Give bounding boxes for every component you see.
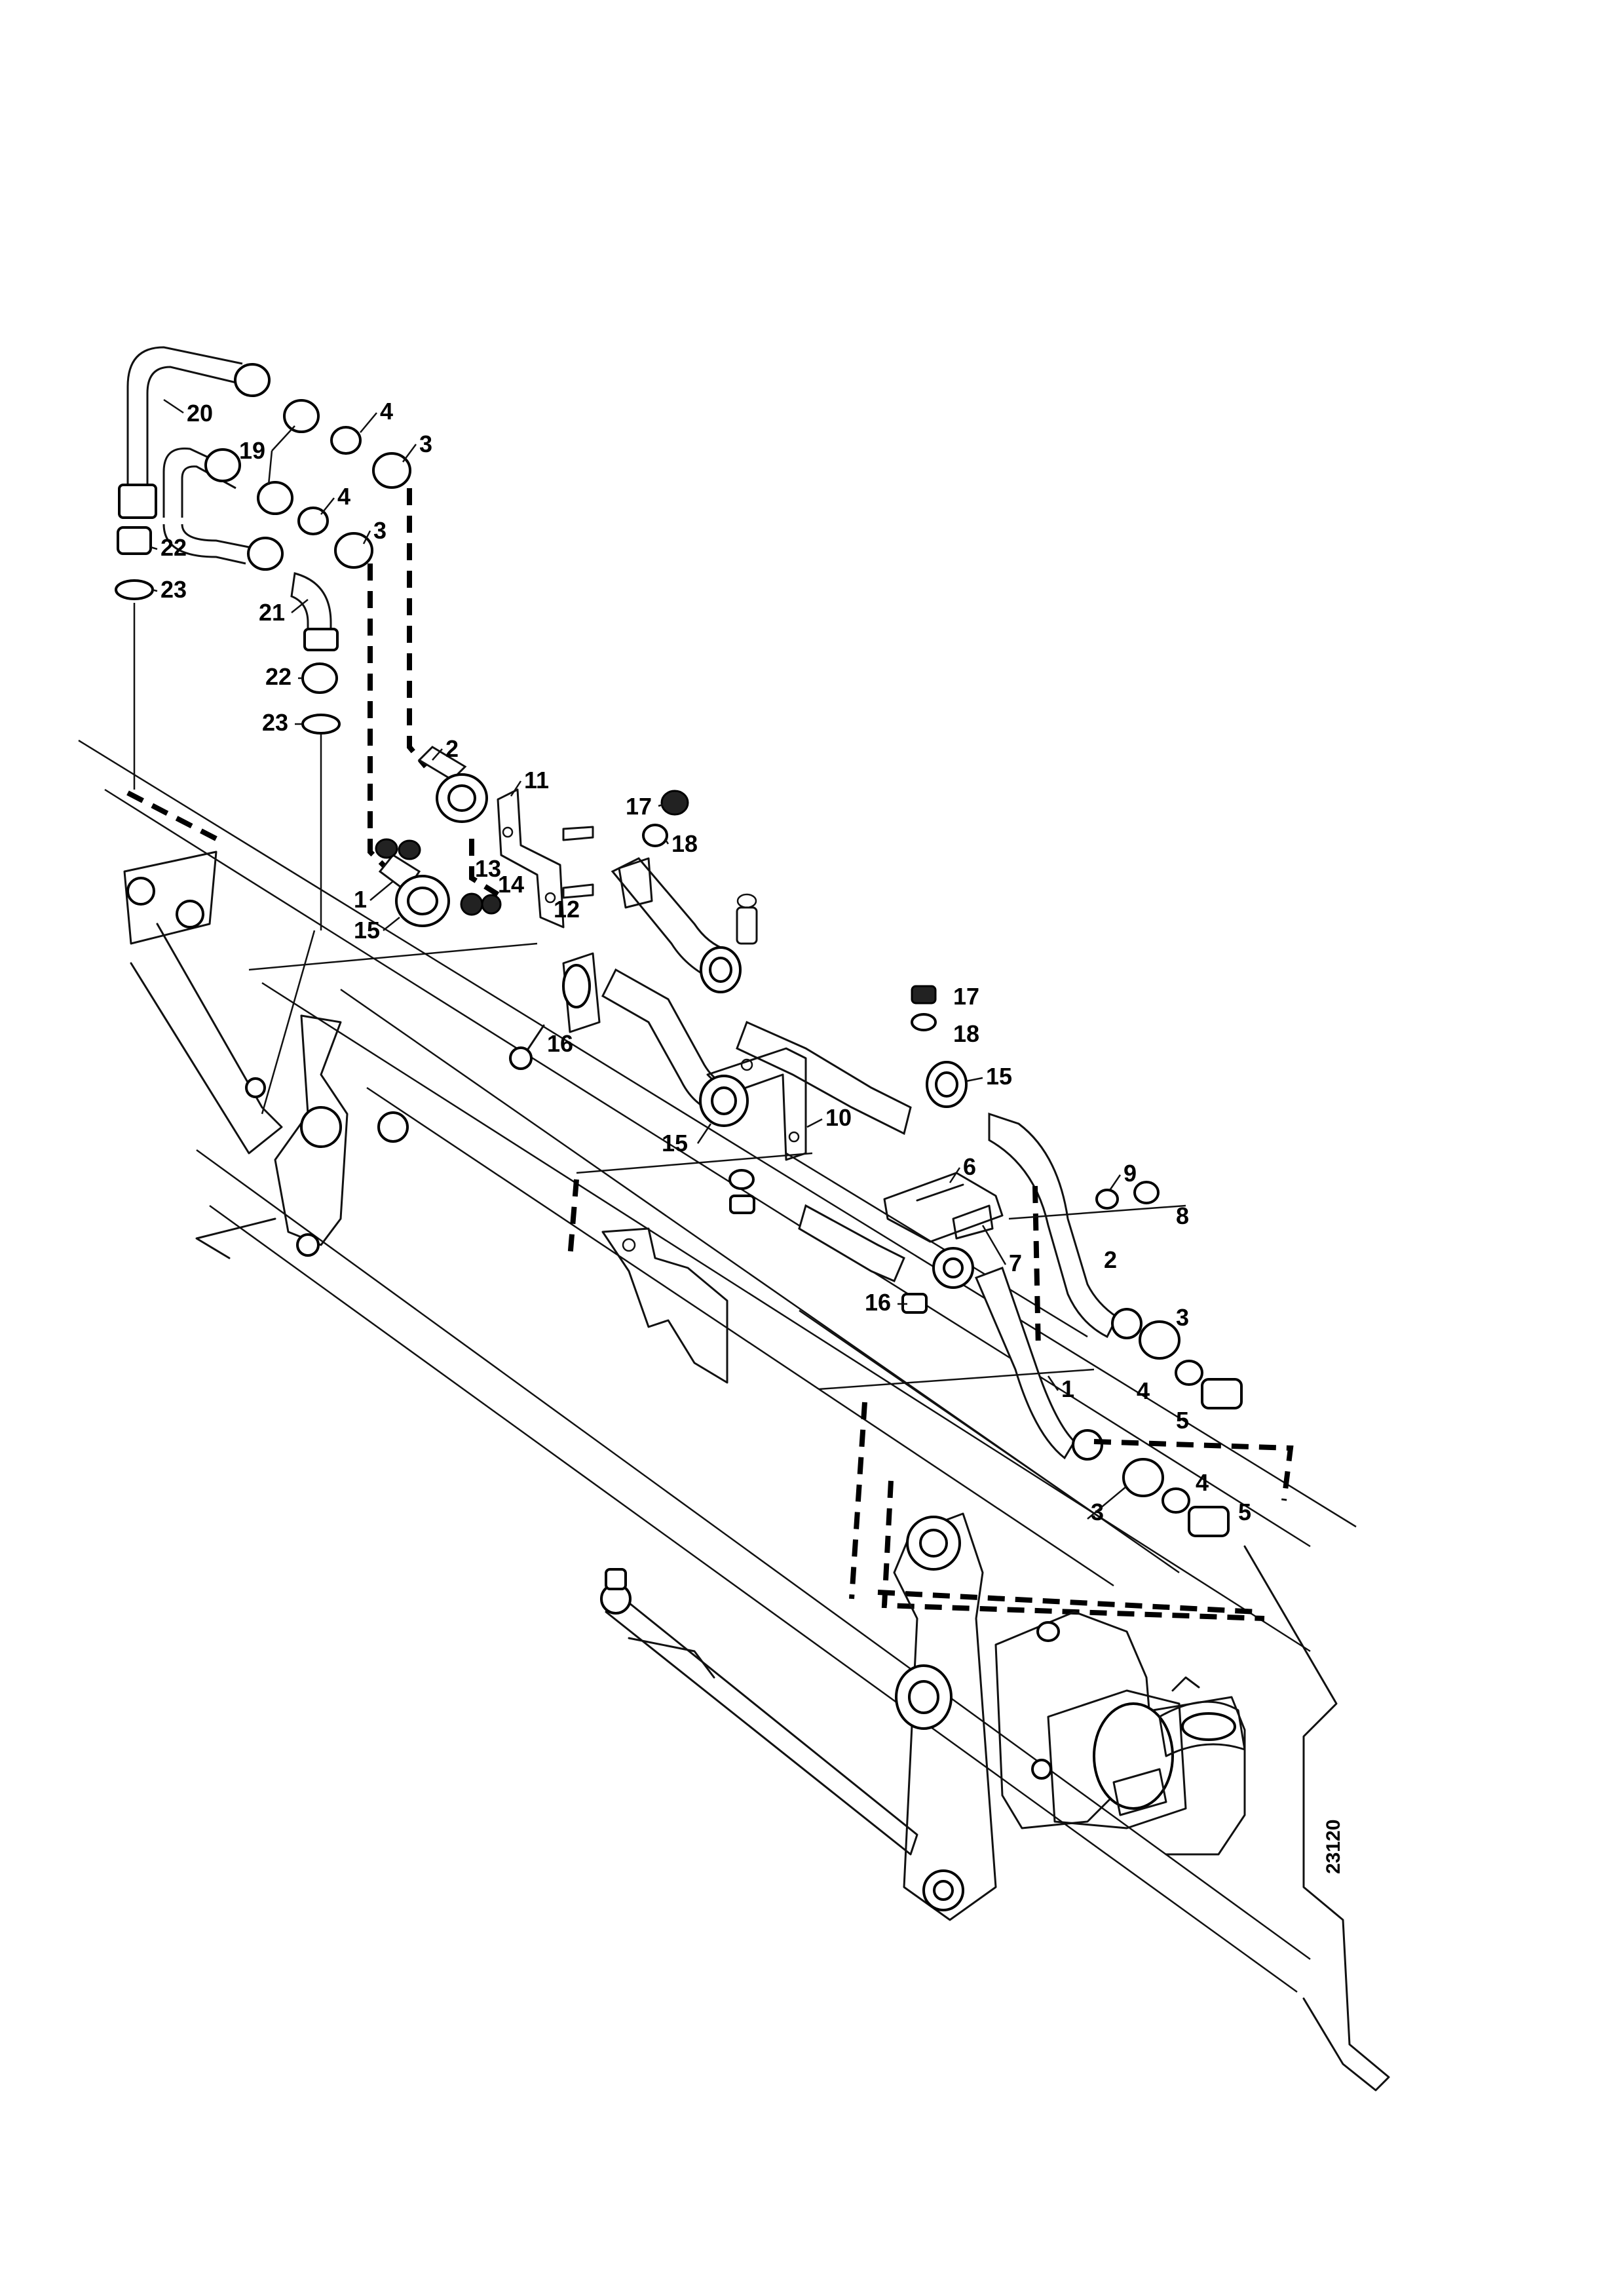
bracket-11: [497, 788, 594, 928]
pitman-arm: [893, 1512, 997, 1921]
assembly-dashes-lower: [567, 1179, 1294, 1621]
callout-4: 4: [380, 398, 393, 425]
union-22-23-left: [115, 526, 341, 735]
clamp-16-mid: [509, 952, 601, 1070]
pipe-1-2-right: [975, 1112, 1142, 1461]
frame-bracket-centre: [601, 1227, 728, 1384]
pipe-21: [162, 447, 284, 571]
callout-17: 17: [626, 793, 652, 820]
callout-19: 19: [239, 437, 265, 464]
steering-gear-box: [994, 1611, 1246, 1856]
clamp-18-17-upper: [618, 790, 689, 909]
callout-3: 3: [1176, 1304, 1189, 1331]
callout-17: 17: [953, 983, 979, 1010]
fitting-stack-upper: [257, 399, 411, 569]
drag-link: [600, 1568, 918, 1856]
bracket-6: [883, 1172, 1004, 1314]
callout-leaders: [150, 398, 1127, 1520]
elbow-21: [290, 572, 339, 651]
callout-4: 4: [1196, 1469, 1209, 1496]
left-steering-linkage: [123, 851, 409, 1259]
nut-13-14: [460, 892, 502, 916]
callout-22: 22: [265, 663, 292, 690]
callout-7: 7: [1009, 1250, 1022, 1276]
clamp-15-left: [700, 893, 758, 993]
callout-11: 11: [524, 767, 549, 794]
chassis-frame: [78, 739, 1390, 2092]
leader-lines-upper: [133, 603, 322, 1115]
callout-2: 2: [1104, 1246, 1117, 1273]
clamp-15-right: [911, 985, 968, 1108]
callout-5: 5: [1238, 1499, 1251, 1525]
fittings-3-4-5-right: [1122, 1320, 1243, 1537]
fittings-9-8: [1095, 1181, 1160, 1210]
callout-8: 8: [1176, 1202, 1189, 1229]
pipe-2-upper: [417, 746, 488, 823]
callout-1: 1: [354, 886, 367, 913]
callout-23: 23: [262, 709, 288, 736]
callout-4: 4: [1137, 1377, 1150, 1404]
callout-15: 15: [662, 1130, 688, 1157]
callout-2: 2: [445, 735, 459, 762]
callout-16: 16: [547, 1030, 573, 1057]
callout-18: 18: [671, 830, 698, 857]
callout-20: 20: [187, 400, 213, 427]
callout-13: 13: [475, 855, 501, 882]
drawing-number: 23120: [1323, 1820, 1344, 1874]
callout-15: 15: [986, 1063, 1012, 1090]
leader-lines-lower: [248, 942, 1186, 1390]
pipe-1-upper: [375, 838, 450, 927]
callout-3: 3: [373, 517, 387, 544]
callout-23: 23: [161, 576, 187, 603]
callout-10: 10: [825, 1104, 852, 1131]
callout-9: 9: [1124, 1160, 1137, 1187]
callout-14: 14: [498, 871, 524, 898]
callout-15: 15: [354, 917, 380, 944]
callout-3: 3: [419, 430, 432, 457]
callout-1: 1: [1061, 1375, 1074, 1402]
callout-12: 12: [554, 896, 580, 923]
callout-3: 3: [1091, 1499, 1104, 1525]
callout-4: 4: [337, 483, 350, 510]
callout-18: 18: [953, 1020, 979, 1047]
callout-6: 6: [963, 1153, 976, 1180]
callout-21: 21: [259, 599, 285, 626]
callout-5: 5: [1176, 1407, 1189, 1434]
callout-22: 22: [161, 534, 187, 561]
callout-16: 16: [865, 1289, 891, 1316]
callout-labels: 20 4 19 3 4 3 22 23 21 22 23 2 11 17 18 …: [161, 398, 1251, 1525]
bracket-10: [699, 1047, 807, 1214]
